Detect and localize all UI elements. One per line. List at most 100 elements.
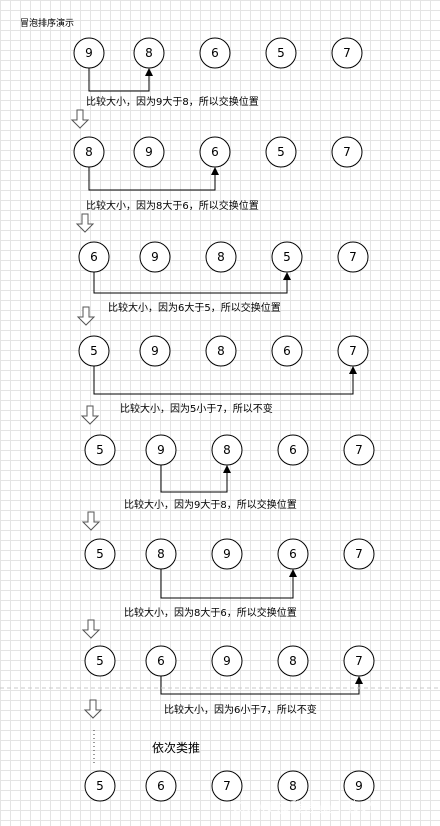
step-caption: 比较大小，因为5小于7，所以不变 [120,402,273,415]
array-node: 6 [277,434,309,466]
step-caption: 比较大小，因为8大于6，所以交换位置 [124,606,297,619]
node-value: 6 [289,443,297,457]
node-value: 7 [349,250,357,264]
node-value: 7 [343,46,351,60]
array-node: 5 [84,434,116,466]
step-caption: 比较大小，因为9大于8，所以交换位置 [86,95,259,108]
node-value: 8 [289,654,297,668]
node-circle [139,335,171,367]
node-value: 7 [355,654,363,668]
node-circle [277,770,309,802]
node-value: 9 [223,654,231,668]
node-circle [205,335,237,367]
array-node: 9 [343,770,375,802]
sequence-row-7: 5 6 9 8 7 [84,645,375,677]
node-value: 8 [85,145,93,159]
array-node: 8 [133,37,165,69]
array-node: 5 [84,770,116,802]
node-circle [265,136,297,168]
node-circle [199,37,231,69]
node-value: 7 [343,145,351,159]
down-arrow-icon [83,699,103,719]
node-value: 8 [157,547,165,561]
node-value: 8 [217,250,225,264]
down-arrow-icon [76,306,96,326]
array-node: 7 [331,136,363,168]
array-node: 6 [78,241,110,273]
node-value: 8 [145,46,153,60]
array-node: 9 [73,37,105,69]
array-node: 5 [271,241,303,273]
step-caption: 比较大小，因为6大于5，所以交换位置 [108,301,281,314]
node-value: 6 [90,250,98,264]
node-circle [84,645,116,677]
node-circle [211,645,243,677]
node-value: 7 [349,344,357,358]
node-circle [145,770,177,802]
node-circle [343,538,375,570]
array-node: 8 [211,434,243,466]
array-node: 9 [211,645,243,677]
array-node: 7 [343,434,375,466]
node-value: 6 [157,779,165,793]
array-node: 9 [139,335,171,367]
array-node: 7 [211,770,243,802]
node-value: 8 [289,779,297,793]
down-arrow-icon [75,213,95,233]
step-caption: 比较大小，因为8大于6，所以交换位置 [86,199,259,212]
array-node: 6 [199,136,231,168]
node-value: 9 [355,779,363,793]
node-value: 6 [211,145,219,159]
compare-connector [88,167,219,191]
compare-connector [88,68,153,92]
node-value: 5 [96,779,104,793]
node-circle [205,241,237,273]
down-arrow-icon [80,405,100,425]
final-caption: 依次类推 [152,740,200,755]
node-value: 6 [283,344,291,358]
array-node: 6 [277,538,309,570]
node-value: 8 [223,443,231,457]
compare-connector [160,676,363,695]
array-node: 8 [145,538,177,570]
node-circle [343,770,375,802]
down-arrow-icon [81,619,101,639]
array-node: 5 [84,645,116,677]
node-value: 8 [217,344,225,358]
node-circle [84,434,116,466]
node-value: 7 [355,443,363,457]
node-value: 9 [151,250,159,264]
array-node: 5 [78,335,110,367]
step-caption: 比较大小，因为9大于8，所以交换位置 [124,498,297,511]
array-node: 5 [84,538,116,570]
node-circle [343,434,375,466]
sequence-row-3: 6 9 8 5 7 [78,241,369,273]
node-value: 6 [157,654,165,668]
array-node: 7 [337,335,369,367]
node-circle [84,538,116,570]
array-node: 8 [73,136,105,168]
array-node: 7 [343,538,375,570]
node-circle [277,434,309,466]
array-node: 6 [145,645,177,677]
sequence-row-8: 5 6 7 8 9 [84,770,375,802]
node-circle [337,241,369,273]
node-circle [139,241,171,273]
node-circle [331,37,363,69]
down-arrow-icon [70,109,90,129]
node-value: 5 [96,654,104,668]
node-value: 6 [289,547,297,561]
compare-connector [93,366,357,395]
array-node: 9 [145,434,177,466]
node-value: 9 [85,46,93,60]
watermark: CSDN @程序员小牧之 [232,800,374,816]
node-value: 5 [277,46,285,60]
array-node: 7 [331,37,363,69]
array-node: 8 [277,645,309,677]
array-node: 6 [271,335,303,367]
